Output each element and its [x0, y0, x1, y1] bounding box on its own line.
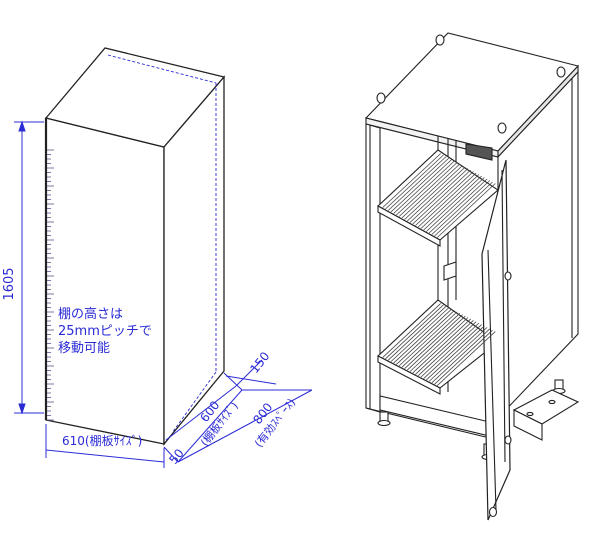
height-dimension: [14, 120, 44, 415]
shelf-slat: [420, 322, 480, 378]
cabinet-side-face: [163, 75, 225, 446]
shelf-slat: [382, 153, 441, 208]
shelf-slat: [412, 318, 471, 374]
shelf-slat: [423, 324, 482, 379]
shelf-slats: [382, 153, 496, 386]
dimension-guides: [107, 54, 217, 434]
shelf-slat: [387, 156, 447, 211]
shelf-slat: [396, 160, 455, 216]
cabinet-outline-drawing: [44, 47, 226, 446]
cabinet-front-face: [45, 117, 165, 445]
shelf-adjust-note: 棚の高さは 25mmピッチで 移動可能: [58, 306, 152, 357]
shelf-slat: [412, 169, 471, 225]
shelf-slat: [401, 312, 461, 368]
open-cabinet-drawing: [364, 32, 580, 521]
shelf-slat: [426, 177, 485, 232]
shelf-slat: [393, 308, 452, 364]
shelf-slat: [387, 305, 447, 361]
shelf-slat: [385, 154, 444, 210]
shelf-slat: [396, 310, 455, 365]
shelf-slat: [409, 317, 469, 372]
width-value: 610(棚板ｻｲｽﾞ): [62, 433, 142, 448]
shelf-slat: [417, 321, 477, 377]
shelf-slat: [398, 162, 458, 217]
depth-dimension: [163, 359, 313, 463]
shelf-slat: [423, 175, 482, 231]
shelf-slat: [431, 180, 491, 235]
shelf-slat: [434, 329, 493, 385]
shelf-slat: [390, 157, 450, 213]
note-line-2: 25mmピッチで: [58, 324, 152, 339]
height-value: 1605: [2, 267, 17, 300]
shelf-slat: [409, 168, 469, 223]
lower-shelf: [377, 299, 499, 389]
shelf-slat: [385, 304, 444, 360]
shelf-slat: [415, 171, 474, 226]
shelf-slat: [415, 320, 474, 375]
shelf-slat: [437, 183, 496, 238]
front-left-post: [365, 123, 381, 413]
note-line-1: 棚の高さは: [58, 307, 124, 322]
depth-front-value: 50: [166, 446, 186, 467]
shelf-slat: [390, 307, 450, 362]
top-bolts: [376, 34, 566, 134]
shelf-slat: [431, 328, 491, 384]
shelf-slat: [420, 174, 480, 229]
shelf-slat: [434, 181, 493, 237]
shelf-slat: [407, 315, 466, 371]
shelf-slat: [404, 314, 463, 369]
shelf-slat: [393, 159, 452, 214]
width-dimension: [45, 424, 165, 468]
shelf-slat: [426, 325, 485, 381]
note-line-3: 移動可能: [58, 341, 111, 356]
shelf-slat: [417, 172, 477, 228]
shelf-slat: [407, 166, 466, 222]
shelf-slat: [382, 303, 441, 358]
shelf-slat: [428, 327, 488, 382]
shelf-slat: [401, 163, 461, 219]
shelf-pitch-ticks: [47, 149, 54, 421]
shelf-slat: [398, 311, 458, 367]
depth-back-value: 150: [247, 349, 272, 376]
shelf-slat: [428, 178, 488, 234]
shelf-slat: [437, 331, 496, 386]
shelf-slat: [404, 165, 463, 220]
